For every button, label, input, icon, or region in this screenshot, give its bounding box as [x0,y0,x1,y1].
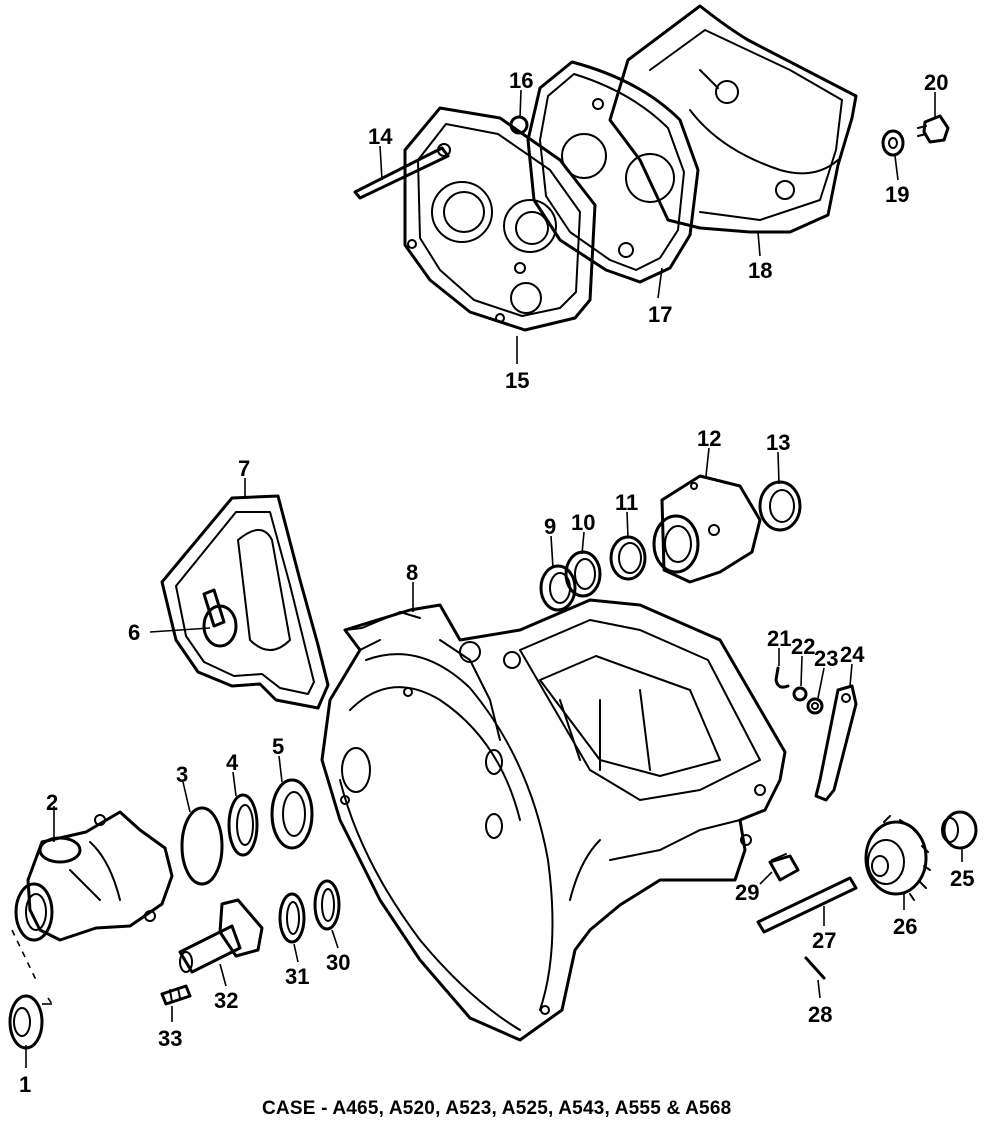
part-13-seal [758,480,802,532]
part-20-plug [917,114,950,144]
callout-19: 19 [885,182,909,207]
callout-30: 30 [326,950,350,975]
callout-11: 11 [615,490,638,515]
part-17-gasket [526,60,700,284]
part-33-bolt [160,984,192,1006]
callout-9: 9 [544,514,556,539]
callout-25: 25 [950,866,974,891]
callout-15: 15 [505,368,529,393]
part-21-clip [774,666,790,689]
callout-24: 24 [840,642,865,667]
callout-5: 5 [272,734,284,759]
part-27-shaft [756,876,858,934]
callout-4: 4 [226,750,239,775]
part-23-nut [806,697,824,715]
part-18-end-cover [608,4,858,234]
part-6-shift-lever [202,588,238,648]
diagram-caption: CASE - A465, A520, A523, A525, A543, A55… [262,1098,732,1119]
part-2-extension-housing [14,810,174,942]
part-22-washer [792,686,808,702]
part-3-o-ring [180,806,224,886]
part-4-seal [227,793,259,857]
callout-18: 18 [748,258,772,283]
callout-14: 14 [368,124,393,149]
callout-21: 21 [767,626,791,651]
callout-26: 26 [893,914,917,939]
part-1-seal [8,994,52,1050]
part-28-pin [804,956,826,980]
callout-33: 33 [158,1026,182,1051]
callout-32: 32 [214,988,238,1013]
callout-numbers: 1 2 3 4 5 6 7 8 9 10 11 12 13 14 15 16 1… [19,68,974,1097]
part-24-lever [814,684,858,802]
part-10-ring [564,550,602,598]
callout-29: 29 [735,880,759,905]
part-25-bushing [941,810,978,850]
callout-17: 17 [648,302,672,327]
callout-2: 2 [46,790,58,815]
part-29-bolt [768,853,800,882]
callout-31: 31 [285,964,309,989]
callout-8: 8 [406,560,418,585]
leader-lines [11,89,963,1068]
callout-6: 6 [128,620,140,645]
part-5-bearing [270,778,314,850]
part-8-transaxle-case [320,598,787,1042]
part-11-shim [609,535,647,581]
callout-3: 3 [176,762,188,787]
callout-12: 12 [697,426,721,451]
callout-10: 10 [571,510,595,535]
part-32-speedometer-adapter [178,898,264,974]
part-16-plug [509,115,529,135]
callout-20: 20 [924,70,948,95]
callout-1: 1 [19,1072,31,1097]
callout-27: 27 [812,928,836,953]
part-7-gasket [160,494,330,710]
part-19-washer [881,129,905,157]
callout-28: 28 [808,1002,832,1027]
callout-23: 23 [814,646,838,671]
part-14-shift-shaft [353,143,451,200]
part-31-seal [278,892,306,944]
callout-7: 7 [238,456,250,481]
callout-16: 16 [509,68,533,93]
callout-13: 13 [766,430,790,455]
part-15-end-plate [403,106,597,332]
part-30-seal [313,879,341,931]
callout-22: 22 [791,634,815,659]
part-12-bearing-retainer [652,474,762,584]
part-26-speedometer-gear [864,815,931,901]
